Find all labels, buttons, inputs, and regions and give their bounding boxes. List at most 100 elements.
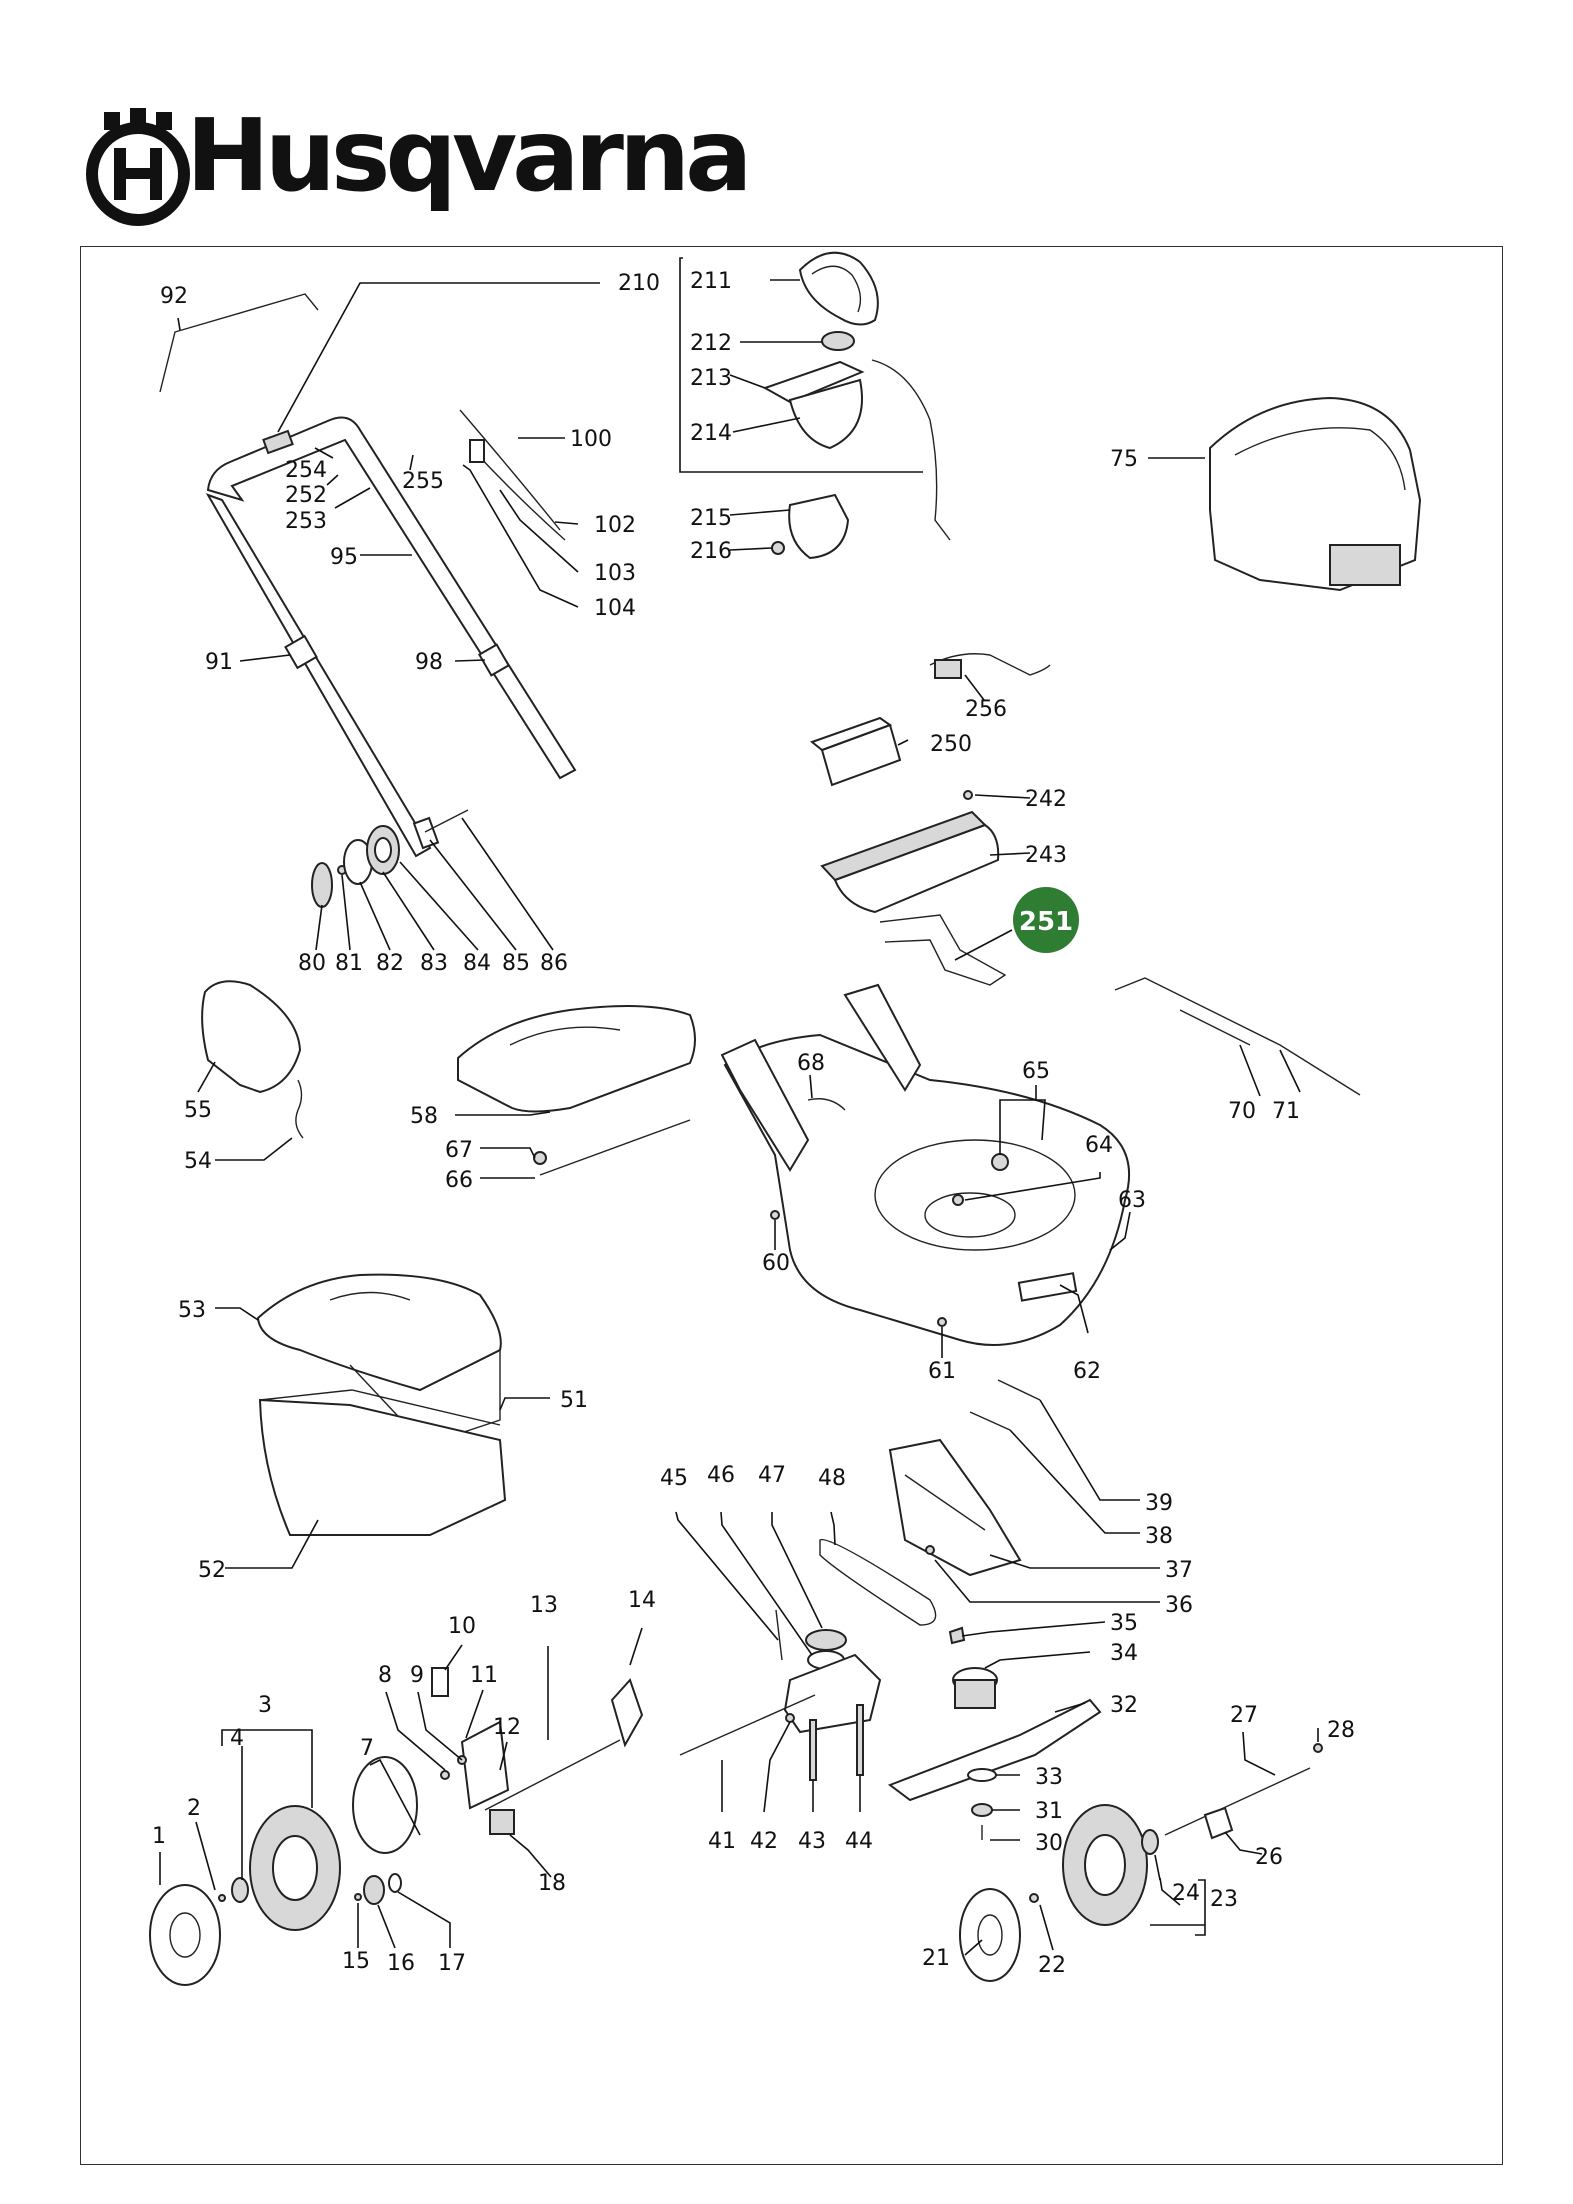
label-27: 27 xyxy=(1230,1703,1258,1728)
part-2-washer xyxy=(218,1894,226,1902)
highlight-badge-circle xyxy=(1013,887,1079,953)
part-28-pin xyxy=(1313,1743,1323,1753)
handle-clamp-91 xyxy=(284,634,318,670)
label-215: 215 xyxy=(690,506,732,531)
label-23: 23 xyxy=(1210,1887,1238,1912)
label-39: 39 xyxy=(1145,1491,1173,1516)
label-84: 84 xyxy=(463,951,491,976)
label-30: 30 xyxy=(1035,1831,1063,1856)
label-31: 31 xyxy=(1035,1799,1063,1824)
part-32-blade xyxy=(887,1698,1102,1802)
deck-inner-dome xyxy=(874,1139,1076,1251)
label-71: 71 xyxy=(1272,1099,1300,1124)
part-13-axle xyxy=(484,1739,621,1811)
label-242: 242 xyxy=(1025,787,1067,812)
label-17: 17 xyxy=(438,1951,466,1976)
label-256: 256 xyxy=(965,697,1007,722)
label-42: 42 xyxy=(750,1829,778,1854)
part-84-disc xyxy=(374,837,392,863)
label-86: 86 xyxy=(540,951,568,976)
part-211-cover xyxy=(798,251,879,326)
handle-clamp-98 xyxy=(477,643,511,677)
part-17-washer xyxy=(388,1873,402,1893)
part-62-label xyxy=(1017,1272,1078,1302)
label-37: 37 xyxy=(1165,1558,1193,1583)
part-52-bag xyxy=(258,1398,507,1536)
part-242-screw xyxy=(963,790,973,800)
leader-lines xyxy=(159,257,1319,1956)
label-211: 211 xyxy=(690,269,732,294)
part-47-pulley xyxy=(805,1629,847,1651)
label-34: 34 xyxy=(1110,1641,1138,1666)
label-54: 54 xyxy=(184,1149,212,1174)
label-26: 26 xyxy=(1255,1845,1283,1870)
part-41-axle xyxy=(679,1694,816,1756)
label-11: 11 xyxy=(470,1663,498,1688)
label-68: 68 xyxy=(797,1051,825,1076)
part-33-washer xyxy=(967,1768,997,1782)
part-1-hubcap xyxy=(149,1884,221,1986)
label-8: 8 xyxy=(378,1663,392,1688)
label-36: 36 xyxy=(1165,1593,1193,1618)
part-211-inner xyxy=(811,265,862,313)
label-38: 38 xyxy=(1145,1524,1173,1549)
part-67-washer xyxy=(533,1151,547,1165)
part-214-plate xyxy=(788,378,863,450)
label-91: 91 xyxy=(205,650,233,675)
part-27-axle xyxy=(1164,1767,1311,1836)
label-48: 48 xyxy=(818,1466,846,1491)
label-62: 62 xyxy=(1073,1359,1101,1384)
label-53: 53 xyxy=(178,1298,206,1323)
part-55-flap xyxy=(201,980,302,1094)
part-216-screw xyxy=(771,541,785,555)
label-63: 63 xyxy=(1118,1188,1146,1213)
label-4: 4 xyxy=(230,1726,244,1751)
label-18: 18 xyxy=(538,1871,566,1896)
part-37-housing xyxy=(888,1438,1022,1577)
part-58-top xyxy=(509,1026,621,1046)
highlight-badge-251[interactable]: 251 xyxy=(1013,887,1079,953)
gearbox xyxy=(783,1653,882,1734)
part-80-spring xyxy=(311,862,333,908)
label-16: 16 xyxy=(387,1951,415,1976)
part-58-deflector xyxy=(457,1005,696,1113)
part-256-plug xyxy=(934,659,962,679)
part-86-bolt xyxy=(424,809,469,833)
label-250: 250 xyxy=(930,732,972,757)
part-256-wire xyxy=(929,653,1051,676)
label-80: 80 xyxy=(298,951,326,976)
part-22-washer xyxy=(1029,1893,1039,1903)
label-60: 60 xyxy=(762,1251,790,1276)
label-43: 43 xyxy=(798,1829,826,1854)
label-12: 12 xyxy=(493,1715,521,1740)
part-11-plate xyxy=(460,1720,510,1810)
part-1-inner xyxy=(169,1912,201,1958)
label-98: 98 xyxy=(415,650,443,675)
label-41: 41 xyxy=(708,1829,736,1854)
battery-top xyxy=(809,716,893,752)
cable-102 xyxy=(474,451,566,541)
label-45: 45 xyxy=(660,1466,688,1491)
label-85: 85 xyxy=(502,951,530,976)
label-7: 7 xyxy=(360,1736,374,1761)
part-4-bearing xyxy=(231,1877,249,1903)
part-44-pin xyxy=(856,1704,864,1776)
label-103: 103 xyxy=(594,561,636,586)
part-212-knob xyxy=(821,331,855,351)
part-16-gear xyxy=(363,1875,385,1905)
label-52: 52 xyxy=(198,1558,226,1583)
deck-center xyxy=(924,1192,1016,1238)
label-66: 66 xyxy=(445,1168,473,1193)
part-15-washer xyxy=(354,1893,362,1901)
label-55: 55 xyxy=(184,1098,212,1123)
part-66-rod xyxy=(539,1119,691,1176)
label-104: 104 xyxy=(594,596,636,621)
label-44: 44 xyxy=(845,1829,873,1854)
part-3-inner xyxy=(272,1835,318,1901)
part-243-cover xyxy=(833,823,1000,914)
label-75: 75 xyxy=(1110,447,1138,472)
label-82: 82 xyxy=(376,951,404,976)
part-215-bracket xyxy=(788,493,850,560)
part-26-bracket xyxy=(1203,1806,1234,1840)
label-95: 95 xyxy=(330,545,358,570)
